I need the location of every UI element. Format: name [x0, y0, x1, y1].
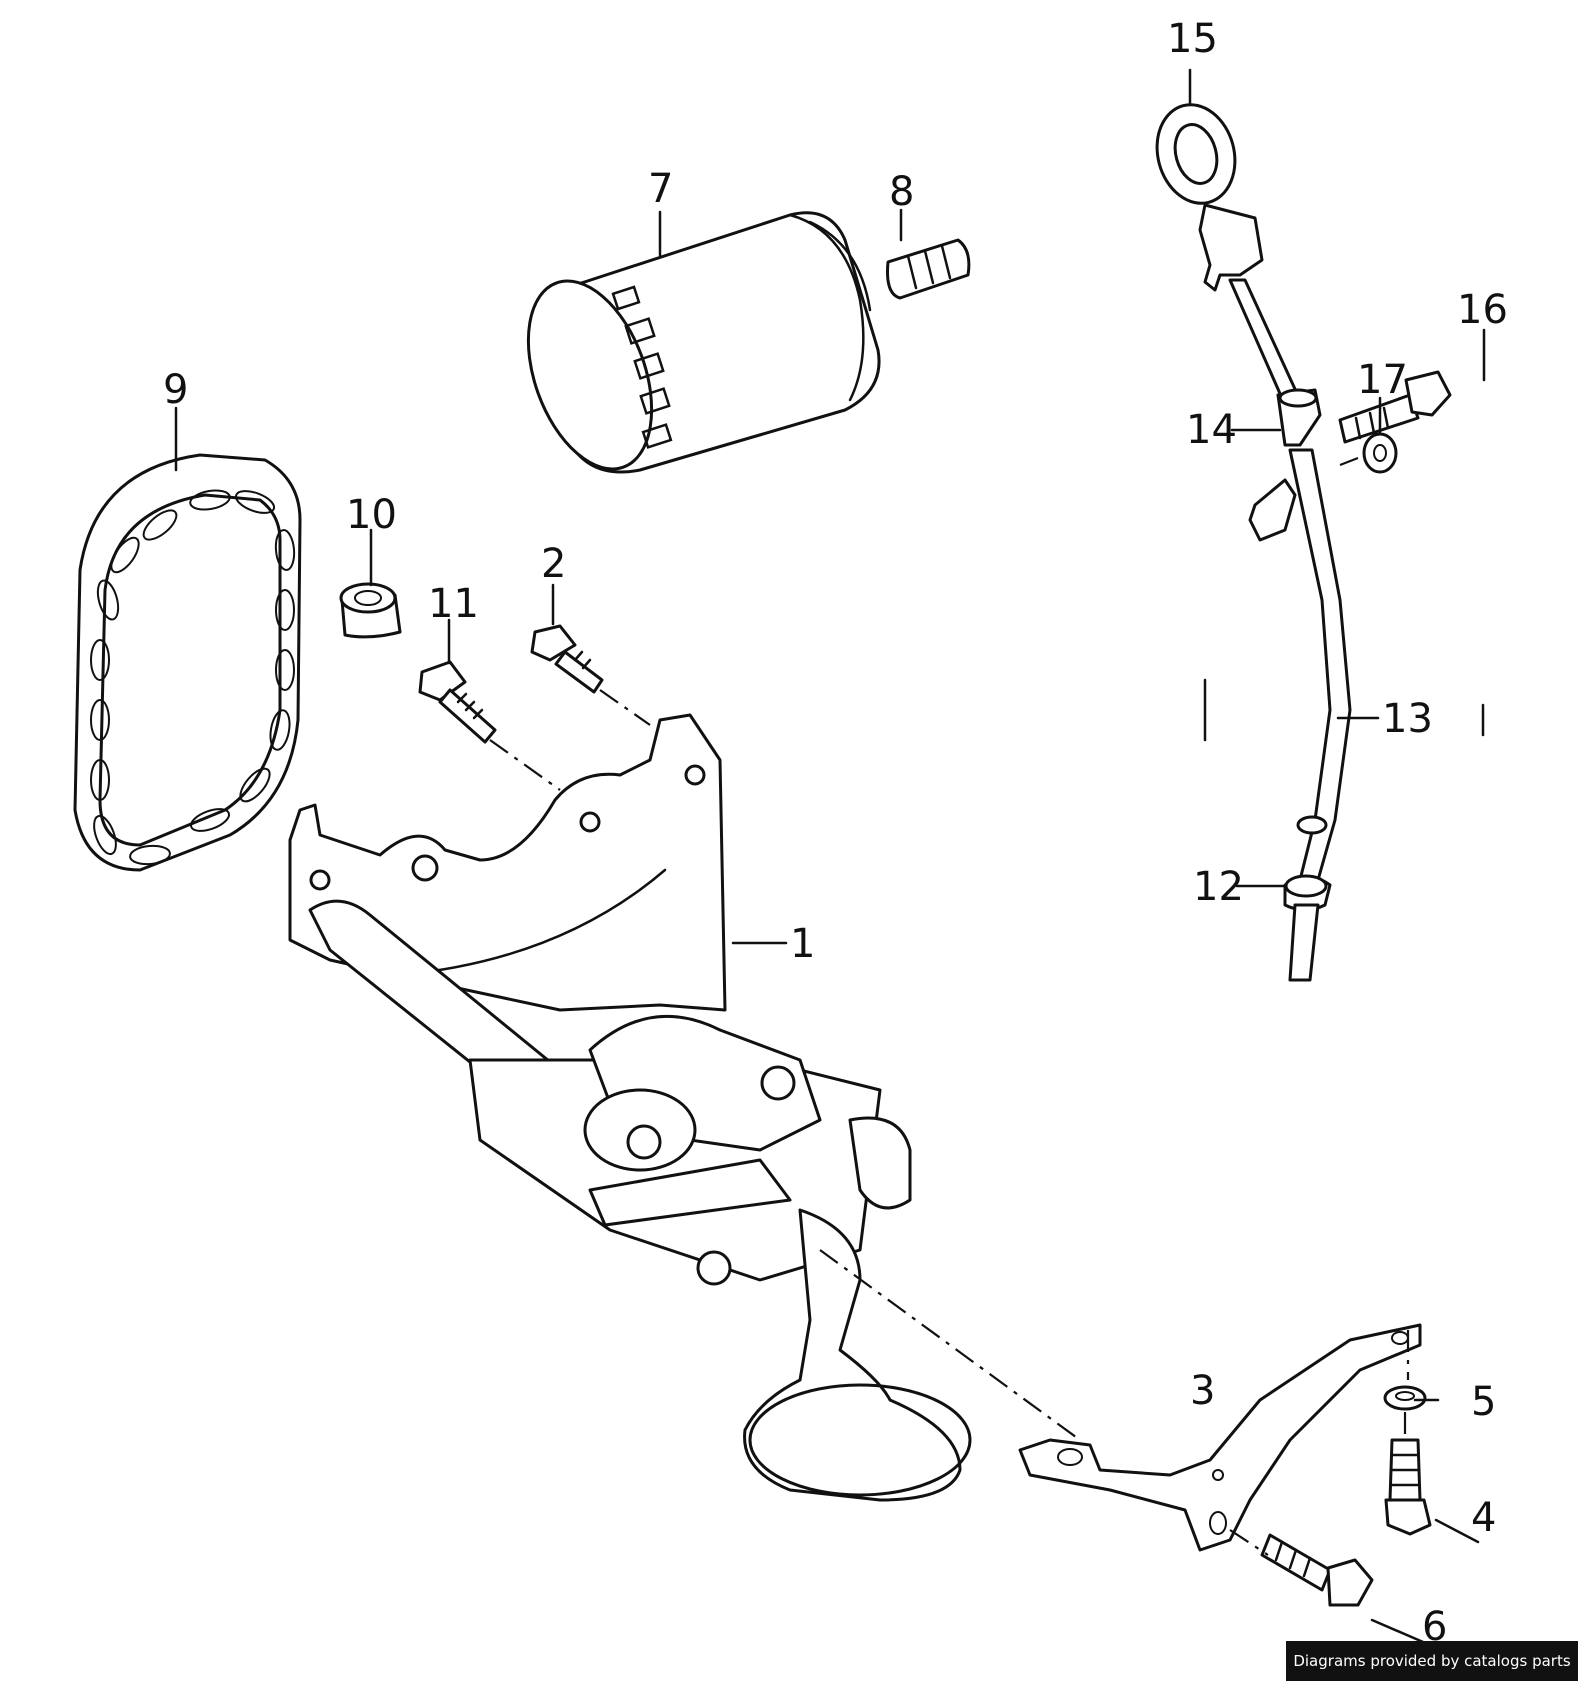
oil-pump-part	[288, 713, 972, 1502]
bolt-part-11	[418, 660, 497, 744]
callout-14: 14	[1186, 407, 1237, 453]
credit-badge: Diagrams provided by catalogs parts	[1286, 1641, 1578, 1681]
bracket-part	[1018, 1323, 1422, 1552]
bolt-part-2	[530, 624, 604, 694]
callout-16: 16	[1457, 287, 1508, 333]
callout-labels: 1 2 3 4 5 6 7 8 9 10 11 12 13 14 15 16 1…	[163, 16, 1508, 1650]
callout-5: 5	[1471, 1379, 1496, 1425]
callout-13: 13	[1382, 696, 1433, 742]
callout-9: 9	[163, 367, 188, 413]
callout-1: 1	[790, 921, 815, 967]
callout-7: 7	[648, 166, 673, 212]
washer-part-17	[1362, 432, 1398, 474]
callout-4: 4	[1471, 1495, 1496, 1541]
washer-part-5	[1383, 1385, 1427, 1411]
dipstick-assembly-part	[1155, 103, 1352, 982]
drive-chain-part	[73, 453, 302, 872]
callout-11: 11	[428, 581, 479, 627]
callout-2: 2	[541, 541, 566, 587]
callout-3: 3	[1190, 1368, 1215, 1414]
callout-17: 17	[1357, 357, 1408, 403]
bushing-part	[339, 582, 402, 639]
callout-10: 10	[346, 492, 397, 538]
leader-lines	[174, 68, 1486, 1647]
threaded-nipple-part	[886, 238, 971, 300]
bolt-part-6	[1260, 1533, 1374, 1607]
oil-filter-part	[526, 211, 881, 474]
callout-8: 8	[889, 169, 914, 215]
bolt-part-4	[1384, 1438, 1432, 1536]
callout-12: 12	[1193, 864, 1244, 910]
callout-15: 15	[1167, 16, 1218, 62]
